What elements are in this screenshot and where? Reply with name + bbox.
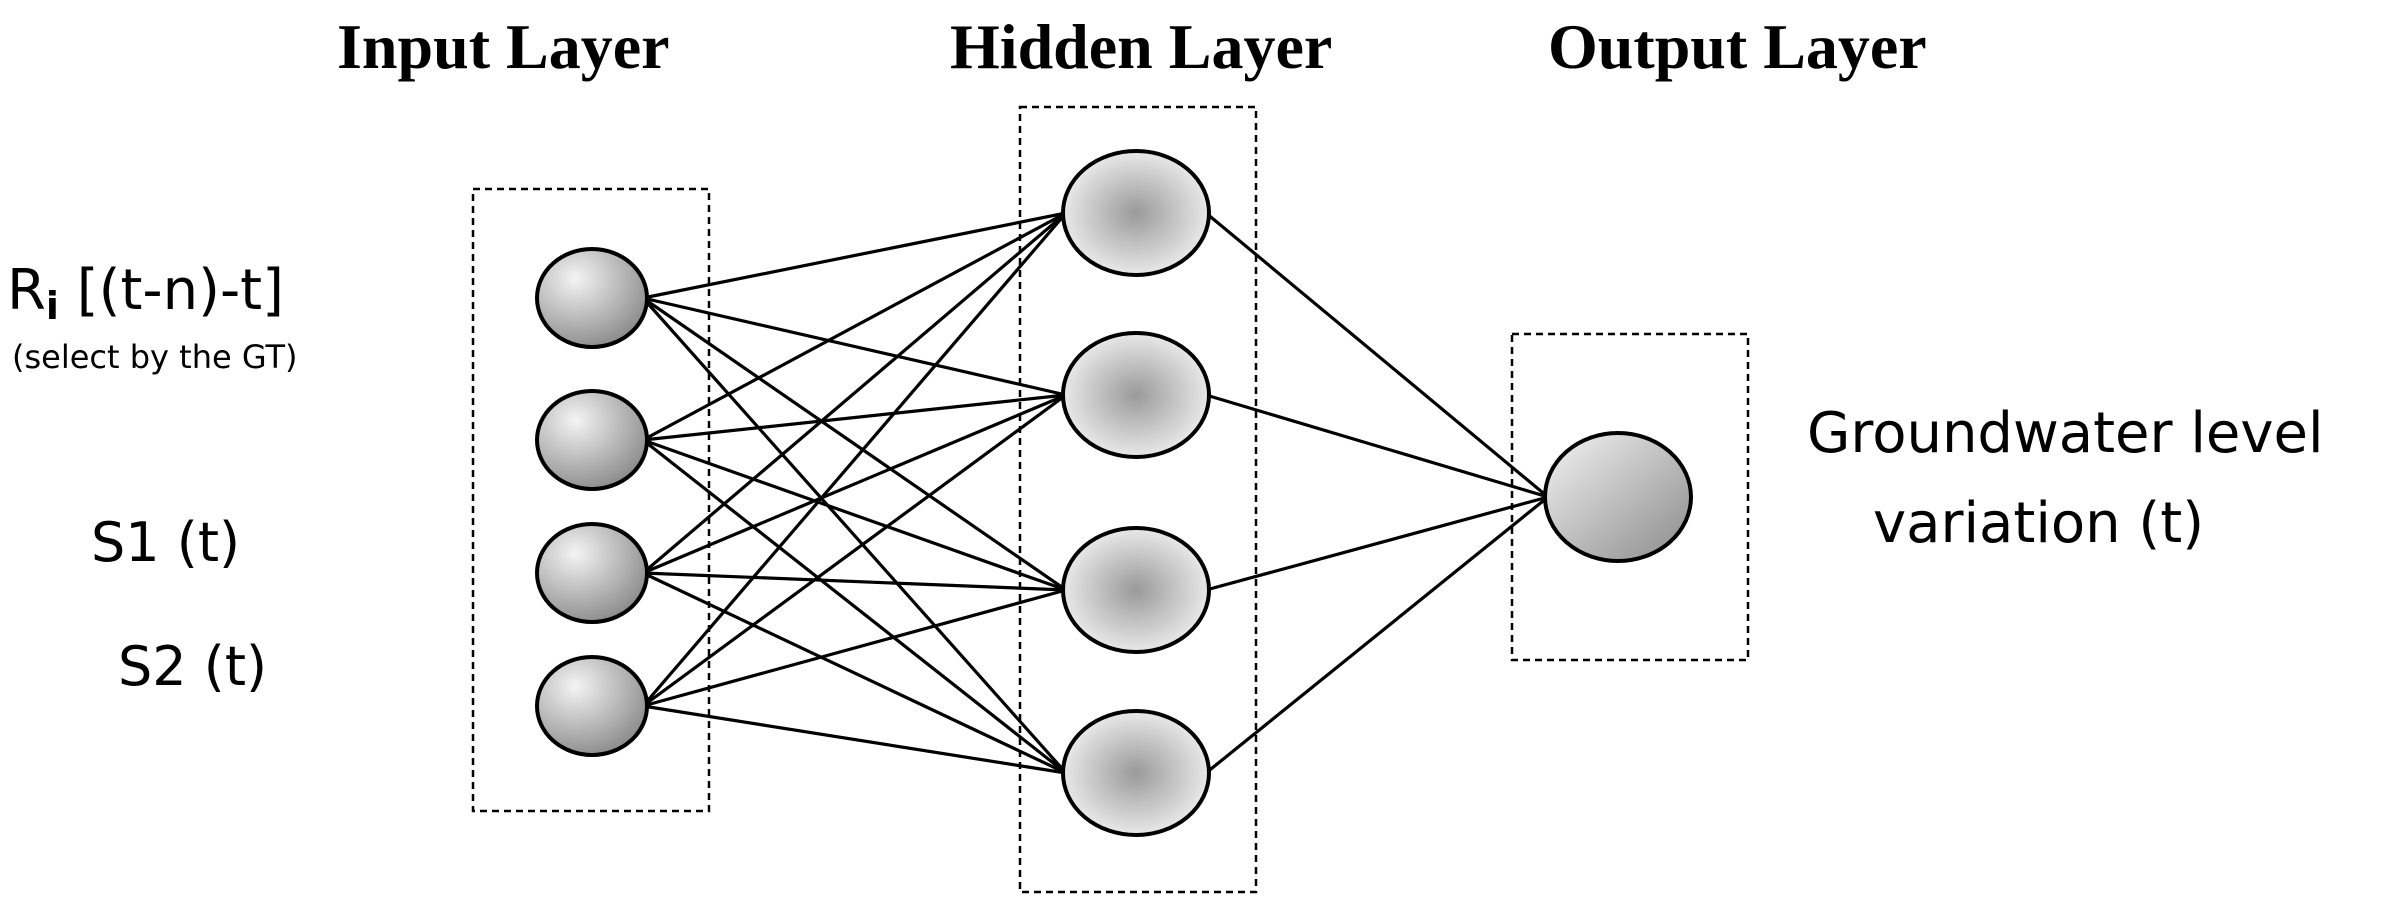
connection-input-2-hidden-3 <box>642 438 1067 592</box>
input-node-3 <box>535 522 649 624</box>
connection-input-4-hidden-1 <box>641 211 1068 708</box>
connection-input-3-hidden-4 <box>642 571 1067 775</box>
connection-input-1-hidden-4 <box>641 296 1068 775</box>
hidden-layer-title: Hidden Layer <box>950 11 1332 82</box>
output-layer-title: Output Layer <box>1548 11 1927 82</box>
connection-hidden-1-output <box>1204 211 1550 499</box>
connection-input-2-hidden-4 <box>642 438 1067 775</box>
output-label-line2: variation (t) <box>1873 491 2204 556</box>
input-label-rainfall: Ri [(t-n)-t] <box>7 258 284 328</box>
connection-input-4-hidden-2 <box>642 393 1067 708</box>
input-node-4 <box>535 655 649 757</box>
input-label-s2: S2 (t) <box>118 635 267 698</box>
connections <box>641 211 1550 775</box>
hidden-node-1 <box>1061 149 1211 277</box>
connection-hidden-2-output <box>1205 393 1549 499</box>
input-node-1 <box>535 247 649 349</box>
connection-input-2-hidden-2 <box>642 393 1067 442</box>
connection-input-1-hidden-1 <box>642 211 1067 300</box>
input-node-2 <box>535 389 649 491</box>
input-note-gt: (select by the GT) <box>12 338 298 376</box>
connection-input-1-hidden-2 <box>642 296 1067 397</box>
connection-hidden-3-output <box>1205 495 1549 592</box>
connection-input-3-hidden-2 <box>642 393 1067 575</box>
input-layer-title: Input Layer <box>337 11 670 82</box>
connection-input-3-hidden-1 <box>641 211 1068 575</box>
hidden-node-2 <box>1061 331 1211 459</box>
input-layer-box <box>471 187 711 813</box>
connection-input-4-hidden-3 <box>642 588 1067 708</box>
hidden-layer-box <box>1018 105 1258 894</box>
connection-input-1-hidden-3 <box>642 296 1067 592</box>
hidden-node-4 <box>1061 709 1211 837</box>
connection-input-4-hidden-4 <box>642 704 1067 775</box>
rainfall-symbol: R <box>7 258 46 323</box>
output-node <box>1543 431 1693 563</box>
output-label-line1: Groundwater level <box>1807 401 2324 466</box>
connection-input-3-hidden-3 <box>642 571 1067 592</box>
connection-hidden-4-output <box>1204 495 1550 775</box>
connection-input-2-hidden-1 <box>642 211 1067 442</box>
input-label-s1: S1 (t) <box>91 511 240 574</box>
rainfall-range: [(t-n)-t] <box>59 258 284 323</box>
hidden-node-3 <box>1061 526 1211 654</box>
output-layer-box <box>1510 332 1750 662</box>
nodes <box>535 149 1693 837</box>
rainfall-subscript: i <box>46 284 59 328</box>
